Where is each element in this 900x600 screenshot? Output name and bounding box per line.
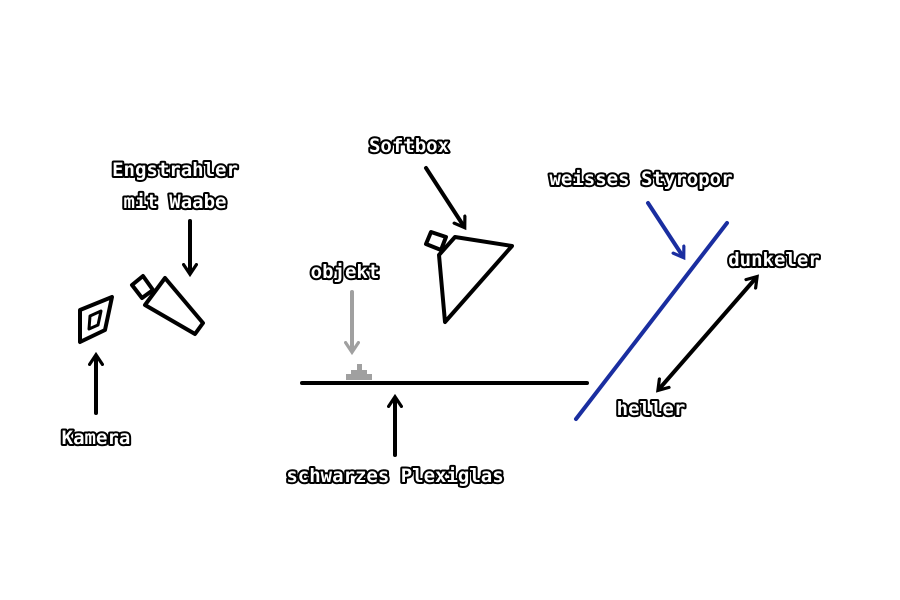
brightness-arrow [656,274,759,393]
dunkeler-label: dunkeler [728,249,820,271]
camera-icon [78,295,114,344]
styropor-arrow [646,201,686,261]
plexiglas-label: schwarzes Plexiglas [286,465,503,487]
styropor-label: weisses Styropor [549,168,732,190]
kamera-label: Kamera [62,427,131,449]
softbox-arrow [424,166,467,231]
styrofoam-board [574,221,729,421]
engstrahler-label-line1: Engstrahler [112,159,238,181]
spotlight-icon [130,274,205,336]
softbox-label: Softbox [369,135,449,157]
engstrahler-label-line2: mit Waabe [124,191,227,213]
softbox-icon [424,230,514,324]
object-shape [346,364,372,380]
objekt-label: objekt [311,261,380,283]
heller-label: heller [617,398,686,420]
